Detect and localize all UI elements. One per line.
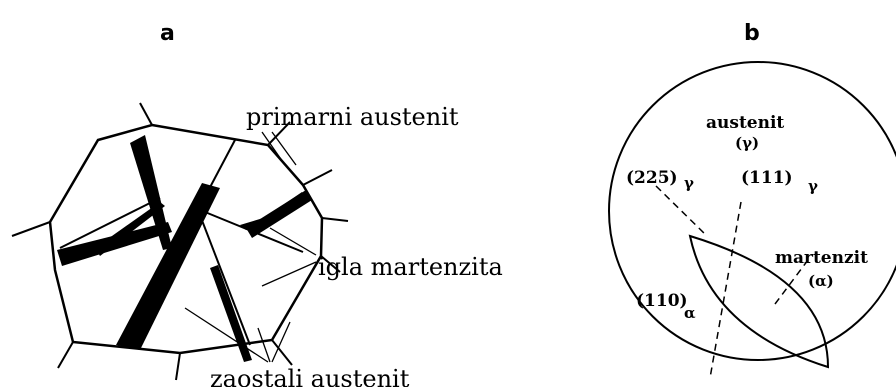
panel-a-label: a <box>160 21 175 46</box>
trace-225 <box>656 186 707 236</box>
panel-b-label: b <box>744 21 760 46</box>
label-martensite-needle: igla martenzita <box>318 253 503 281</box>
label-austenite: austenit <box>706 113 784 133</box>
label-plane-110: (110) <box>636 291 688 311</box>
panel-a: a <box>12 21 503 387</box>
label-primary-austenite: primarni austenit <box>246 103 459 131</box>
label-plane-225: (225) <box>626 168 678 188</box>
martensite-needle <box>246 190 312 238</box>
label-plane-111-sub: γ <box>808 177 818 195</box>
label-martensite-symbol: (α) <box>808 272 834 290</box>
panel-b: b austenit (γ) (225) γ (111) γ martenzit… <box>609 21 896 378</box>
austenite-grain-circle <box>609 62 896 360</box>
label-plane-110-sub: α <box>684 304 696 322</box>
label-austenite-symbol: (γ) <box>735 134 759 152</box>
trace-111 <box>710 202 741 378</box>
leader-lines <box>185 132 316 362</box>
label-martensite: martenzit <box>775 248 868 268</box>
martensite-needles <box>57 135 312 362</box>
label-plane-225-sub: γ <box>684 174 694 192</box>
label-plane-111: (111) <box>741 168 793 188</box>
martensite-needle <box>116 183 220 350</box>
label-retained-austenite: zaostali austenit <box>210 365 410 387</box>
